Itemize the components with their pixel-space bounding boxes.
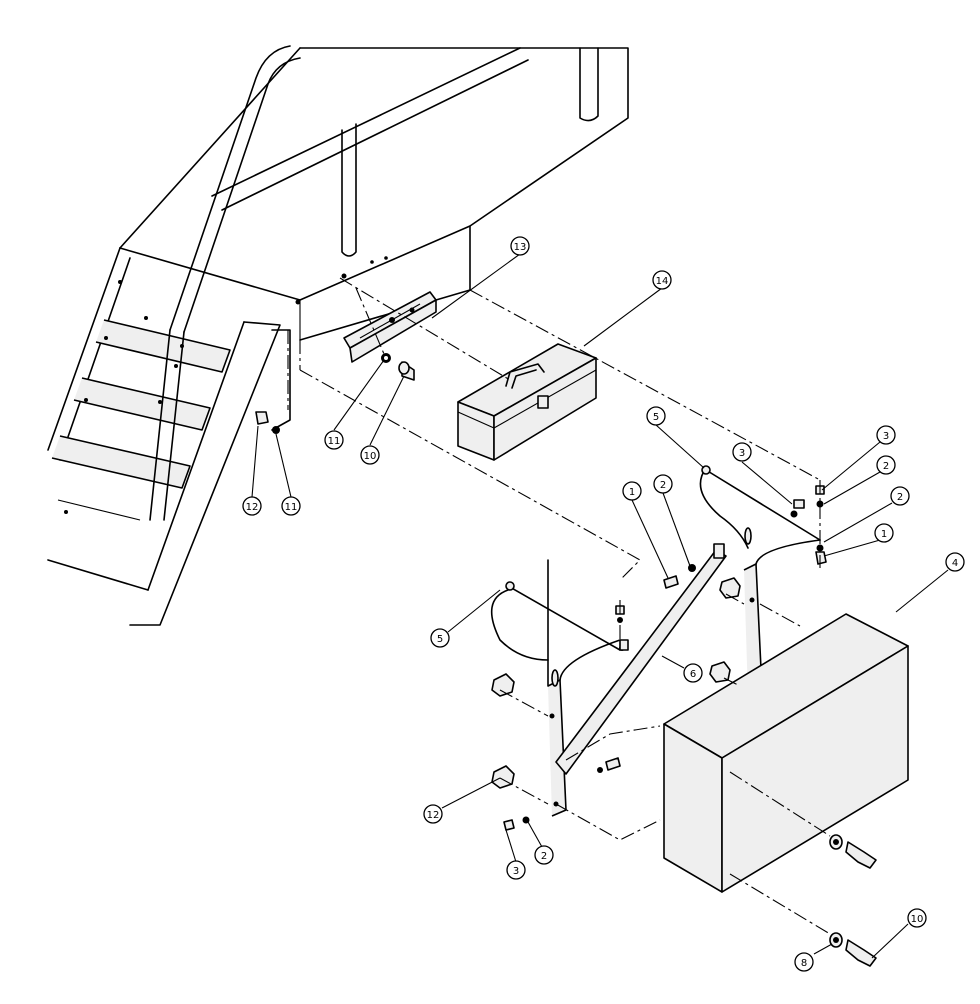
bracket-fasteners: [255, 353, 415, 434]
callout-label: 1: [881, 529, 887, 540]
callout-label: 4: [952, 558, 958, 569]
callout-bubble-5: 5: [646, 406, 666, 426]
callout-label: 3: [739, 448, 745, 459]
callout-label: 5: [653, 412, 659, 423]
callout-bubble-3: 3: [506, 860, 526, 880]
callout-bubble-4: 4: [945, 552, 965, 572]
callout-bubble-13: 13: [510, 236, 530, 256]
callout-bubble-5: 5: [430, 628, 450, 648]
callout-label: 12: [246, 502, 259, 513]
callout-label: 10: [364, 451, 377, 462]
enclosure-bolts: [829, 834, 877, 967]
callout-label: 3: [883, 431, 889, 442]
callout-bubble-11: 11: [281, 496, 301, 516]
callout-label: 10: [911, 914, 924, 925]
callout-bubble-2: 2: [534, 845, 554, 865]
callout-label: 3: [513, 866, 519, 877]
callout-label: 6: [690, 669, 696, 680]
platform-structure: [119, 45, 629, 341]
callout-bubble-1: 1: [622, 481, 642, 501]
callout-bubble-10: 10: [907, 908, 927, 928]
callout-bubble-12: 12: [423, 804, 443, 824]
callout-label: 5: [437, 634, 443, 645]
callout-label: 2: [541, 851, 547, 862]
callout-bubble-14: 14: [652, 270, 672, 290]
callout-label: 2: [883, 461, 889, 472]
toolbox-mount-bracket: [343, 291, 437, 363]
callout-bubble-2: 2: [890, 486, 910, 506]
callout-label: 11: [328, 436, 341, 447]
callout-bubble-2: 2: [876, 455, 896, 475]
callout-label: 11: [285, 502, 298, 513]
callout-bubble-12: 12: [242, 496, 262, 516]
callout-leaders: [251, 253, 949, 959]
callout-label: 14: [656, 276, 669, 287]
callout-bubble-3: 3: [876, 425, 896, 445]
callout-label: 2: [660, 480, 666, 491]
callout-label: 2: [897, 492, 903, 503]
callout-bubble-11: 11: [324, 430, 344, 450]
callout-label: 13: [514, 242, 527, 253]
callout-label: 12: [427, 810, 440, 821]
enclosure-box: [663, 613, 909, 893]
small-fasteners: [503, 485, 827, 831]
callout-label: 1: [629, 487, 635, 498]
callout-bubble-10: 10: [360, 445, 380, 465]
support-frame: [491, 539, 821, 817]
callout-bubble-3: 3: [732, 442, 752, 462]
assembly-lines: [287, 277, 831, 935]
callout-bubble-6: 6: [683, 663, 703, 683]
callout-label: 8: [801, 958, 807, 969]
callout-bubble-2: 2: [653, 474, 673, 494]
callout-bubble-1: 1: [874, 523, 894, 543]
support-cables: [490, 465, 821, 661]
stair-assembly: [47, 247, 388, 626]
callout-bubble-8: 8: [794, 952, 814, 972]
